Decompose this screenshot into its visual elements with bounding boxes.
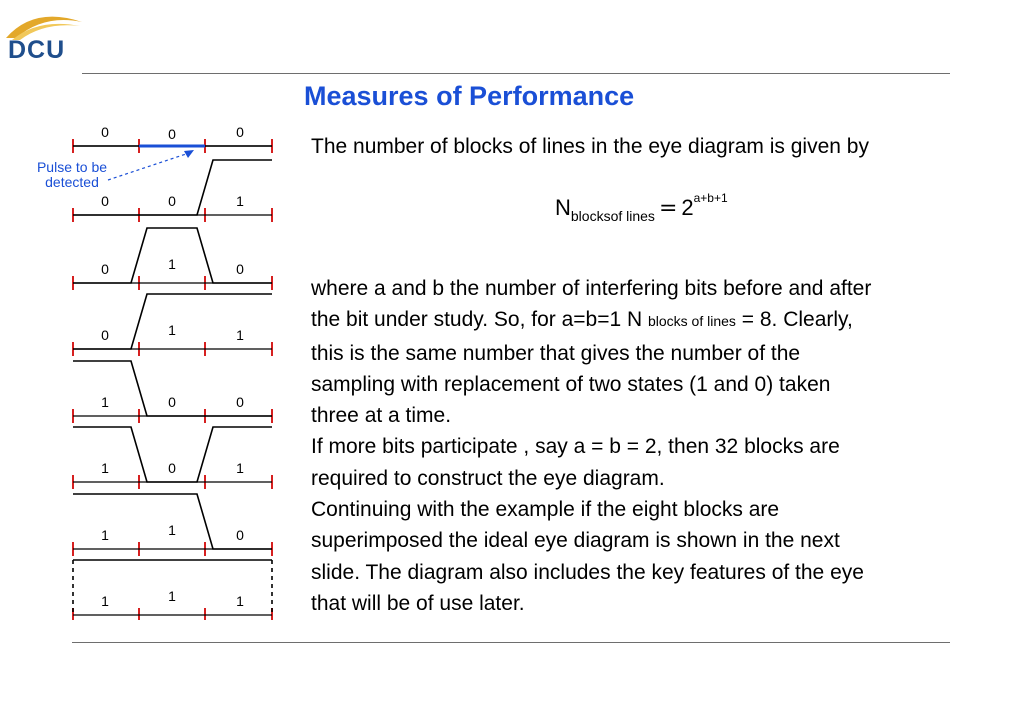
dcu-logo-text: DCU [8, 36, 66, 64]
body-line: the bit under study. So, for a=b=1 N blo… [311, 304, 1023, 337]
body-line: sampling with replacement of two states … [311, 372, 831, 396]
body-line: superimposed the ideal eye diagram is sh… [311, 529, 840, 553]
formula-exponent: a+b+1 [693, 191, 728, 205]
body-text: where a and b the number of interfering … [311, 273, 1023, 619]
bit-label: 0 [236, 527, 244, 543]
body-line: slide. The diagram also includes the key… [311, 560, 864, 584]
dcu-logo-swoosh-icon [6, 16, 82, 40]
bit-label: 1 [101, 593, 109, 609]
pulse-arrow-head-icon [184, 150, 194, 158]
body-line: three at a time. [311, 404, 452, 428]
bit-label: 0 [101, 261, 109, 277]
page-title: Measures of Performance [304, 81, 635, 111]
bit-label: 1 [168, 588, 176, 604]
bit-label: 0 [168, 460, 176, 476]
body-line: If more bits participate , say a = b = 2… [311, 435, 840, 459]
bit-label: 0 [101, 124, 109, 140]
formula-base: N [555, 195, 571, 220]
bit-label: 0 [101, 327, 109, 343]
body-line-text: = 8. Clearly, [735, 308, 853, 332]
body-line-text: the bit under study. So, for a=b=1 N [311, 308, 648, 332]
bit-label: 1 [101, 527, 109, 543]
bit-label: 0 [236, 124, 244, 140]
formula-subscript: blocksof lines [570, 208, 655, 224]
bottom-divider [72, 642, 950, 643]
bit-label: 1 [168, 322, 176, 338]
body-line-subscript: blocks of lines [647, 313, 736, 330]
intro-text: The number of blocks of lines in the eye… [311, 135, 869, 158]
pulse-arrow-line [107, 151, 193, 181]
body-line: Continuing with the example if the eight… [311, 498, 780, 522]
bit-label: 1 [236, 327, 244, 343]
formula: Nblocksof lines=2a+b+1 [555, 191, 728, 224]
body-line: where a and b the number of interfering … [311, 277, 872, 300]
body-line: this is the same number that gives the n… [311, 341, 801, 365]
pulse-label-line: detected [45, 174, 99, 190]
pulse-label-line: Pulse to be [36, 159, 108, 175]
bit-label: 0 [236, 261, 244, 277]
pulse-label: Pulse to be detected [22, 160, 122, 190]
bit-label: 0 [101, 193, 109, 209]
formula-value: 2 [681, 195, 694, 220]
formula-equals: = [658, 196, 678, 221]
bit-label: 0 [168, 394, 176, 410]
bit-label: 1 [236, 593, 244, 609]
bit-label: 0 [168, 126, 176, 142]
body-line: that will be of use later. [311, 591, 525, 615]
top-divider [82, 73, 950, 74]
bit-label: 0 [236, 394, 244, 410]
waveform-diagram: 0 0 0 0 0 1 0 1 0 0 1 1 1 0 0 1 0 1 1 1 0 1 1 1 [72, 124, 273, 620]
bit-label: 1 [236, 460, 244, 476]
bit-label: 0 [168, 193, 176, 209]
body-line: required to construct the eye diagram. [311, 466, 665, 490]
bit-label: 1 [101, 460, 109, 476]
bit-label: 1 [168, 522, 176, 538]
bit-label: 1 [168, 256, 176, 272]
bit-label: 1 [101, 394, 109, 410]
bit-label: 1 [236, 193, 244, 209]
